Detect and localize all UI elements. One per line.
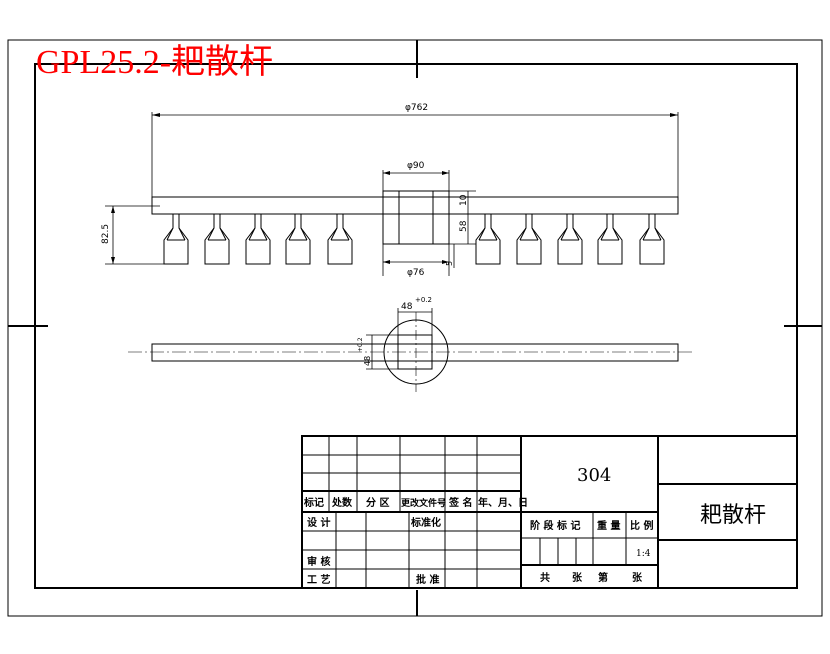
tine-fold-4 (288, 227, 308, 241)
lbl-stage-mark: 阶 段 标 记 (530, 519, 580, 532)
hub-wall-left (382, 190, 400, 245)
dim-hub-heights: 10 58 5 (445, 190, 476, 268)
scale-value: 1:4 (636, 549, 651, 559)
tine-fold-7 (519, 227, 539, 241)
hub-inner-label: φ76 (407, 268, 425, 278)
lbl-scale: 比 例 (630, 519, 653, 532)
part-name-value: 耙散杆 (700, 503, 766, 528)
hdr-zone: 分 区 (366, 496, 389, 509)
square-hole-tol: +0.2 (415, 296, 432, 304)
rake-bar (151, 196, 679, 215)
lbl-approve: 批 准 (416, 573, 439, 586)
lbl-page: 第 (598, 571, 608, 584)
lbl-sheet-unit-total: 张 (572, 571, 583, 584)
square-hole-side-label: 48 (363, 356, 372, 366)
hub-height-lower-label: 58 (459, 220, 469, 232)
hdr-mark: 标记 (303, 496, 324, 509)
hdr-count: 处数 (331, 496, 353, 509)
tine-fold-1 (166, 227, 186, 241)
front-view (151, 190, 679, 265)
tine-fold-2 (207, 227, 227, 241)
tine-fold-5 (330, 227, 350, 241)
tine-fold-10 (642, 227, 662, 241)
tine-height-label: 82.5 (101, 224, 111, 244)
material-value: 304 (577, 465, 611, 486)
hdr-signature: 签 名 (448, 496, 472, 509)
top-bar (151, 343, 679, 362)
tines-group (163, 214, 665, 265)
dim-tine-height: 82.5 (101, 205, 165, 265)
tine-fold-9 (600, 227, 620, 241)
tine-fold-8 (560, 227, 580, 241)
centering-marks (8, 40, 822, 616)
hub-outer-label: φ90 (407, 161, 425, 171)
drawing-title: GPL25.2-耙散杆 (36, 43, 273, 81)
hdr-change-doc: 更改文件号 (401, 497, 446, 509)
overall-length-label: φ762 (405, 103, 428, 113)
lbl-review: 审 核 (307, 555, 330, 568)
square-hole-side-tol: +0.2 (357, 337, 364, 352)
lbl-standardize: 标准化 (410, 516, 441, 529)
dim-overall-length: φ762 (151, 103, 679, 197)
outer-border (7, 39, 823, 617)
dim-hub-outer: φ90 (382, 161, 450, 191)
lbl-weight: 重 量 (597, 519, 620, 532)
top-view: 48 +0.2 48 +0.2 (128, 296, 692, 392)
lbl-design: 设 计 (307, 516, 330, 529)
hdr-date: 年、月、日 (478, 496, 528, 509)
hub-height-upper-label: 10 (459, 194, 469, 206)
hub-body (382, 190, 450, 245)
lbl-total: 共 (540, 571, 550, 584)
tine-fold-6 (478, 227, 498, 241)
title-block: 标记 处数 分 区 更改文件号 签 名 年、月、日 设 计 标准化 审 核 工 … (301, 435, 798, 589)
lbl-sheet-unit-page: 张 (632, 571, 643, 584)
hub-wall-right (432, 190, 450, 245)
tine-fold-3 (248, 227, 268, 241)
square-hole-label: 48 (401, 302, 413, 312)
lbl-process: 工 艺 (307, 573, 330, 586)
square-hole (397, 334, 433, 370)
dim-hub-inner: φ76 (382, 244, 450, 278)
hub-bottom-offset-label: 5 (445, 261, 454, 266)
